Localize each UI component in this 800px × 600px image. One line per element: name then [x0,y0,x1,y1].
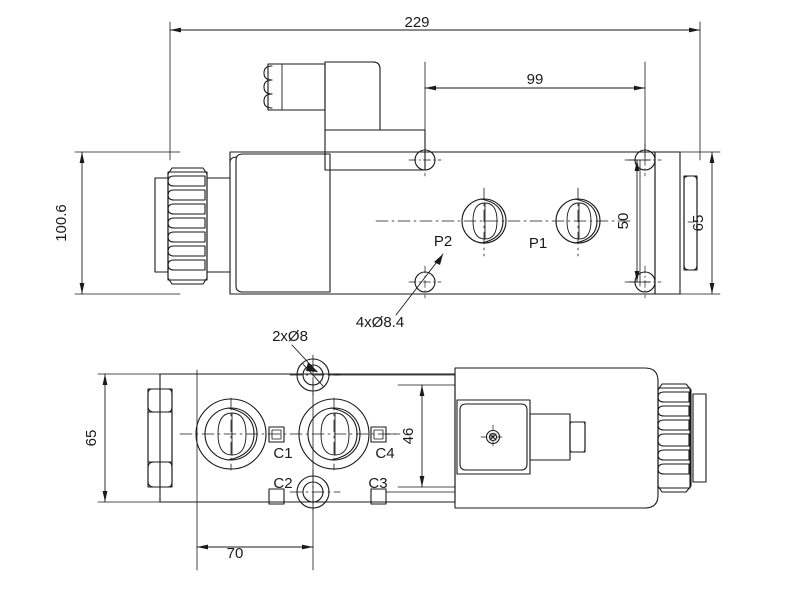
square-marker-c4 [370,426,387,443]
square-marker-c1 [268,426,285,443]
dim-label-hole-spacing-horizontal: 99 [527,71,544,88]
hole-centre-marks [408,143,662,299]
dim-label-body-height: 65 [690,215,707,232]
mounting-holes-leader [395,253,444,316]
top-view-witness-lines [74,21,721,295]
dim-label-overall-length: 229 [404,14,429,31]
din-connector-housing [267,63,326,111]
port-label-c4: C4 [375,445,394,462]
port-label-c1: C1 [273,445,292,462]
bottom-connector-tip [569,421,586,453]
right-end-plate [654,151,698,295]
port-label-p1: P1 [529,235,547,252]
note-label-mounting-holes: 4xØ8.4 [356,314,404,331]
bottom-connector-neck [529,413,571,461]
note-label-dowel-holes: 2xØ8 [272,328,308,345]
port-label-c2: C2 [273,475,292,492]
knob-end-cap [692,393,707,483]
bottom-view-centrelines [179,354,401,513]
dim-label-overall-height: 100.6 [53,204,70,242]
dim-label-port-spacing-horizontal: 70 [227,545,244,562]
valve-left-block [235,153,331,293]
square-marker-c2 [268,488,285,505]
bottom-square-markers [268,426,387,505]
port-label-p2: P2 [434,233,452,250]
port-centrelines-top [375,187,631,257]
dim-label-bottom-body-width: 65 [83,430,100,447]
square-marker-c3 [370,488,387,505]
dim-label-hole-spacing-vertical: 50 [615,213,632,230]
knurled-knob-top-view [154,167,231,285]
solenoid-body [324,61,381,131]
bottom-view-witness-lines [97,369,456,571]
solenoid-base [324,129,426,171]
knurled-knob-bottom-view [657,383,707,493]
dim-label-port-spacing-vertical: 46 [400,428,417,445]
bottom-solenoid-housing [454,367,659,509]
dowel-note-leader [291,344,318,373]
port-label-c3: C3 [368,475,387,492]
knob-stem [154,177,169,273]
bottom-coil-block [456,399,531,475]
bottom-hex-nut [147,373,173,503]
